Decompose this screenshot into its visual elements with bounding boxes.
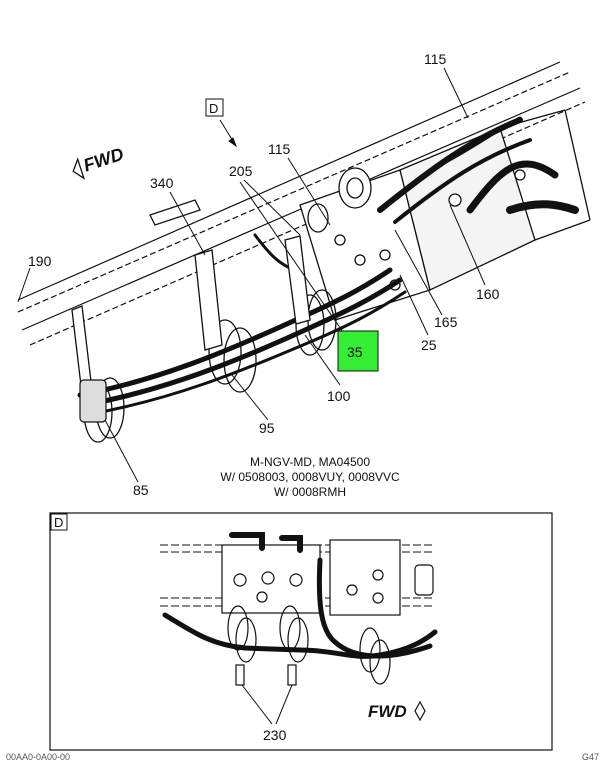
callout-230: 230	[263, 727, 287, 743]
regulator-disc	[307, 167, 372, 233]
detail-bracket-plates	[221, 539, 434, 616]
detail-tag-box: D	[54, 515, 63, 530]
fwd-indicator-bottom: FWD	[368, 700, 426, 722]
callout-160: 160	[476, 286, 500, 302]
callout-115-mid: 115	[268, 141, 291, 157]
callout-85: 85	[133, 482, 149, 498]
fwd-indicator-top: FWD	[72, 144, 126, 180]
assembly-caption: M-NGV-MD, MA04500 W/ 0508003, 0008VUY, 0…	[150, 455, 470, 500]
callout-115-top: 115	[424, 51, 447, 67]
caption-line-1: M-NGV-MD, MA04500	[249, 455, 371, 469]
callout-95: 95	[259, 420, 275, 436]
detail-tag-box-inner	[50, 513, 68, 531]
front-clamp-assembly	[79, 379, 107, 423]
callout-35[interactable]: 35	[347, 344, 363, 360]
callout-190: 190	[28, 253, 52, 269]
fwd-label-top: FWD	[81, 144, 126, 176]
fuel-line-harness	[77, 116, 579, 416]
caption-line-2: W/ 0508003, 0008VUY, 0008VVC	[220, 470, 400, 484]
footer-code-right: G47	[582, 752, 600, 762]
vertical-brackets-upper	[71, 199, 311, 395]
detail-view-frame	[49, 512, 553, 751]
callout-340: 340	[150, 175, 174, 191]
callout-205: 205	[229, 163, 253, 179]
highlight-box-35[interactable]	[337, 330, 379, 372]
footer-code-left: 00AA0-0A00-00	[6, 752, 71, 762]
fwd-label-bottom: FWD	[368, 702, 407, 721]
detail-tag-box-top	[205, 98, 224, 117]
detail-loop-clamps	[227, 605, 391, 686]
leader-lines-upper	[17, 67, 486, 483]
leader-lines-230	[241, 684, 293, 725]
callout-25: 25	[421, 337, 437, 353]
mounting-bracket-plate	[299, 109, 591, 321]
callout-165: 165	[434, 314, 458, 330]
callout-100: 100	[327, 388, 351, 404]
caption-line-3: W/ 0008RMH	[273, 485, 347, 499]
detail-tag-top: D	[209, 101, 218, 116]
